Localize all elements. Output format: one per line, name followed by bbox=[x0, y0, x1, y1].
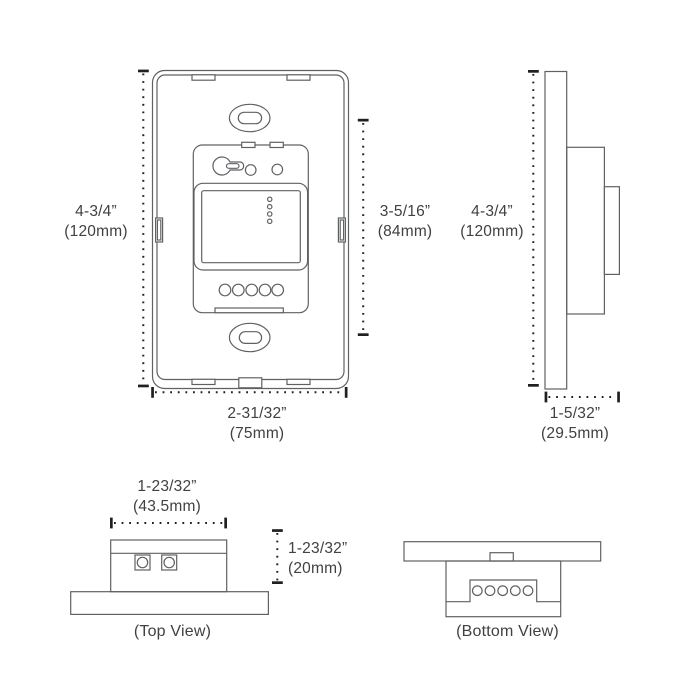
dimension-inches: 4-3/4” bbox=[471, 203, 513, 220]
module-tab-top-right bbox=[269, 141, 284, 149]
screw-hole-bottom bbox=[228, 322, 271, 353]
front-plate-outer bbox=[151, 69, 350, 390]
dimension-mm: (20mm) bbox=[288, 560, 343, 577]
top-terminal-screw-left bbox=[136, 556, 149, 569]
dimension-inches: 4-3/4” bbox=[75, 203, 117, 220]
top-module-box bbox=[110, 539, 228, 593]
plate-tab-top-right bbox=[286, 74, 311, 81]
plate-side-notch-right bbox=[337, 217, 346, 243]
screw-slot-top bbox=[237, 111, 263, 125]
led-indicator-dot-1 bbox=[266, 196, 273, 203]
top-terminal-screw-right bbox=[163, 556, 175, 569]
bottom-terminal-2 bbox=[484, 585, 496, 597]
rocker-height-dimension-label: 3-5/16” (84mm) bbox=[345, 202, 465, 242]
top-terminal-right bbox=[161, 554, 178, 571]
dimension-mm: (120mm) bbox=[460, 223, 524, 240]
side-depth-dim-tick-left bbox=[544, 391, 548, 403]
top-depth-dimension-label: 1-23/32” (20mm) bbox=[288, 539, 378, 579]
dimension-mm: (75mm) bbox=[229, 425, 285, 442]
led-indicator-dot-4 bbox=[266, 218, 273, 225]
dimension-inches: 2-31/32” bbox=[227, 405, 287, 422]
bottom-button-4 bbox=[258, 283, 272, 297]
bottom-view-caption: (Bottom View) bbox=[456, 623, 559, 640]
module-hole-left bbox=[244, 164, 257, 176]
bottom-terminal-1 bbox=[471, 585, 483, 597]
screw-hole-top bbox=[228, 103, 271, 133]
top-depth-dim-tick-top bbox=[272, 529, 283, 532]
dimension-mm: (120mm) bbox=[64, 223, 128, 240]
screw-slot-bottom bbox=[238, 331, 263, 345]
side-view-drawing bbox=[544, 70, 621, 390]
side-height-dim-tick-top bbox=[528, 70, 539, 73]
side-rocker-profile bbox=[603, 186, 621, 275]
top-plate-profile bbox=[70, 591, 269, 616]
bottom-button-1 bbox=[218, 283, 232, 297]
module-hole-right bbox=[271, 163, 284, 176]
side-height-dimension-label: 4-3/4” (120mm) bbox=[432, 202, 552, 242]
top-width-dimension-label: 1-23/32” (43.5mm) bbox=[107, 477, 227, 517]
bottom-view-drawing bbox=[403, 541, 602, 618]
switch-module-body bbox=[192, 144, 309, 314]
dimension-mm: (29.5mm) bbox=[541, 425, 609, 442]
side-module-profile bbox=[566, 146, 606, 315]
dimension-inches: 1-5/32” bbox=[549, 405, 601, 422]
top-view-drawing bbox=[70, 539, 269, 616]
plate-side-notch-left-inner bbox=[156, 219, 162, 241]
dimension-mm: (84mm) bbox=[377, 223, 433, 240]
front-view-drawing bbox=[151, 69, 350, 390]
plate-tab-bottom-left bbox=[191, 378, 216, 386]
dimension-mm: (43.5mm) bbox=[133, 498, 201, 515]
bottom-button-5 bbox=[271, 283, 285, 297]
dimension-inches: 1-23/32” bbox=[137, 478, 197, 495]
bottom-button-3 bbox=[245, 283, 259, 297]
top-view-dimensions bbox=[110, 517, 283, 584]
rocker-face bbox=[201, 190, 301, 264]
top-terminal-left bbox=[134, 554, 151, 571]
led-indicator-dot-3 bbox=[266, 211, 273, 217]
top-width-dim-tick-left bbox=[110, 517, 113, 529]
bottom-module-box bbox=[445, 560, 562, 618]
top-depth-dim-tick-bottom bbox=[272, 581, 283, 584]
plate-tab-bottom-right bbox=[286, 378, 311, 386]
front-view-dimensions bbox=[138, 69, 369, 398]
front-height-dimension-label: 4-3/4” (120mm) bbox=[36, 202, 156, 242]
front-width-dim-tick-left bbox=[151, 387, 154, 398]
bottom-terminal-4 bbox=[509, 585, 521, 597]
rocker-height-dim-tick-top bbox=[357, 118, 369, 122]
plate-bottom-notch bbox=[238, 377, 263, 389]
rocker-height-dim-tick-bottom bbox=[357, 333, 369, 336]
top-width-dim-tick-right bbox=[224, 517, 227, 529]
led-indicator-dot-2 bbox=[266, 203, 273, 210]
side-depth-dim-tick-right bbox=[617, 391, 620, 403]
dimension-inches: 1-23/32” bbox=[288, 540, 348, 557]
bottom-button-2 bbox=[231, 283, 245, 297]
front-width-dimension-label: 2-31/32” (75mm) bbox=[197, 404, 317, 444]
keyhole-icon bbox=[212, 156, 245, 176]
keyhole-slot-inner bbox=[225, 163, 240, 169]
dimension-inches: 3-5/16” bbox=[379, 203, 431, 220]
plate-side-notch-right-inner bbox=[339, 219, 345, 241]
front-plate-inner bbox=[156, 74, 345, 381]
plate-side-notch-left bbox=[155, 217, 164, 243]
bottom-terminal-3 bbox=[497, 585, 509, 597]
rocker-section bbox=[193, 182, 309, 271]
module-bottom-tab bbox=[214, 307, 284, 314]
side-depth-dimension-label: 1-5/32” (29.5mm) bbox=[515, 404, 635, 444]
side-height-dim-tick-bottom bbox=[528, 384, 539, 387]
front-height-dim-tick-bottom bbox=[138, 384, 149, 388]
bottom-plate-tab bbox=[489, 552, 514, 562]
bottom-connector-outline bbox=[446, 579, 561, 603]
front-width-dim-tick-right bbox=[344, 387, 348, 398]
bottom-terminal-5 bbox=[522, 585, 534, 597]
front-height-dim-tick-top bbox=[138, 69, 149, 73]
top-view-caption: (Top View) bbox=[133, 623, 212, 640]
module-tab-top-left bbox=[241, 141, 256, 149]
plate-tab-top-left bbox=[191, 74, 216, 81]
side-view-dimensions bbox=[528, 70, 620, 403]
